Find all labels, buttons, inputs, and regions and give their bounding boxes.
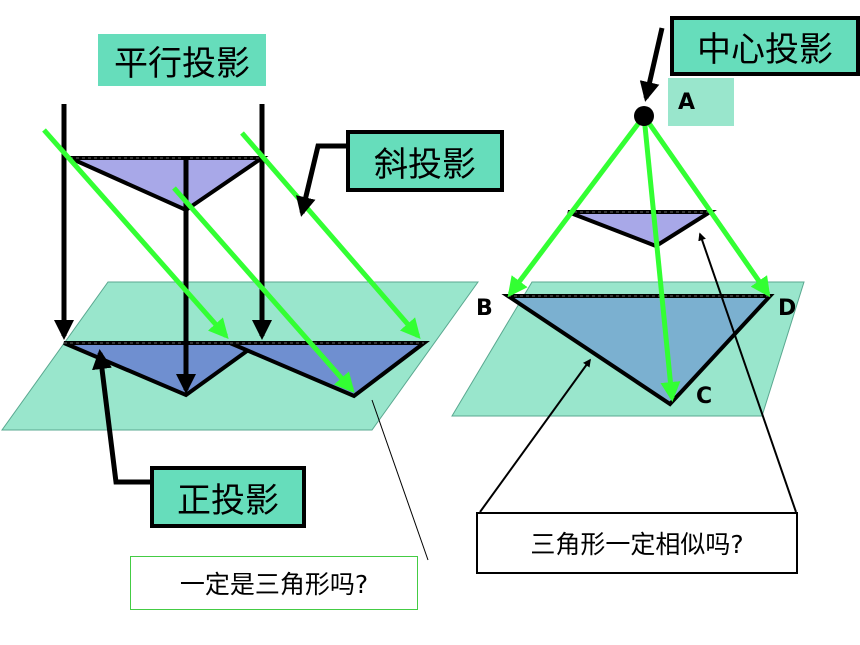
point-b-label: B xyxy=(476,296,493,321)
central-label-pointer xyxy=(639,27,665,102)
point-a-dot xyxy=(634,106,654,126)
parallel-projection-label: 平行投影 xyxy=(98,34,266,86)
triangle-question-pointer-left xyxy=(371,399,429,561)
central-ray-ad xyxy=(641,114,771,298)
orthographic-projection-label: 正投影 xyxy=(150,466,306,528)
central-ray-ab xyxy=(507,114,646,298)
central-source-triangle xyxy=(567,210,717,249)
point-c-label: C xyxy=(696,384,713,409)
point-d-label: D xyxy=(778,296,797,321)
always-similar-question: 三角形一定相似吗? xyxy=(476,512,798,574)
central-shadow-triangle xyxy=(501,294,775,407)
similar-question-pointer-right xyxy=(698,232,797,513)
always-triangle-question: 一定是三角形吗? xyxy=(130,556,418,610)
oblique-ray xyxy=(172,186,355,394)
orthographic-label-pointer xyxy=(92,349,150,485)
central-projection-label: 中心投影 xyxy=(670,16,860,76)
point-a-label: A xyxy=(678,90,696,115)
oblique-label-pointer xyxy=(295,143,346,217)
oblique-projection-label: 斜投影 xyxy=(346,130,504,192)
oblique-ray xyxy=(240,131,421,340)
similar-question-pointer-left xyxy=(479,358,591,513)
oblique-ray xyxy=(42,128,229,339)
point-a-label-bg xyxy=(668,78,734,126)
left-source-triangle xyxy=(69,156,269,213)
central-ray-ac xyxy=(641,115,681,402)
